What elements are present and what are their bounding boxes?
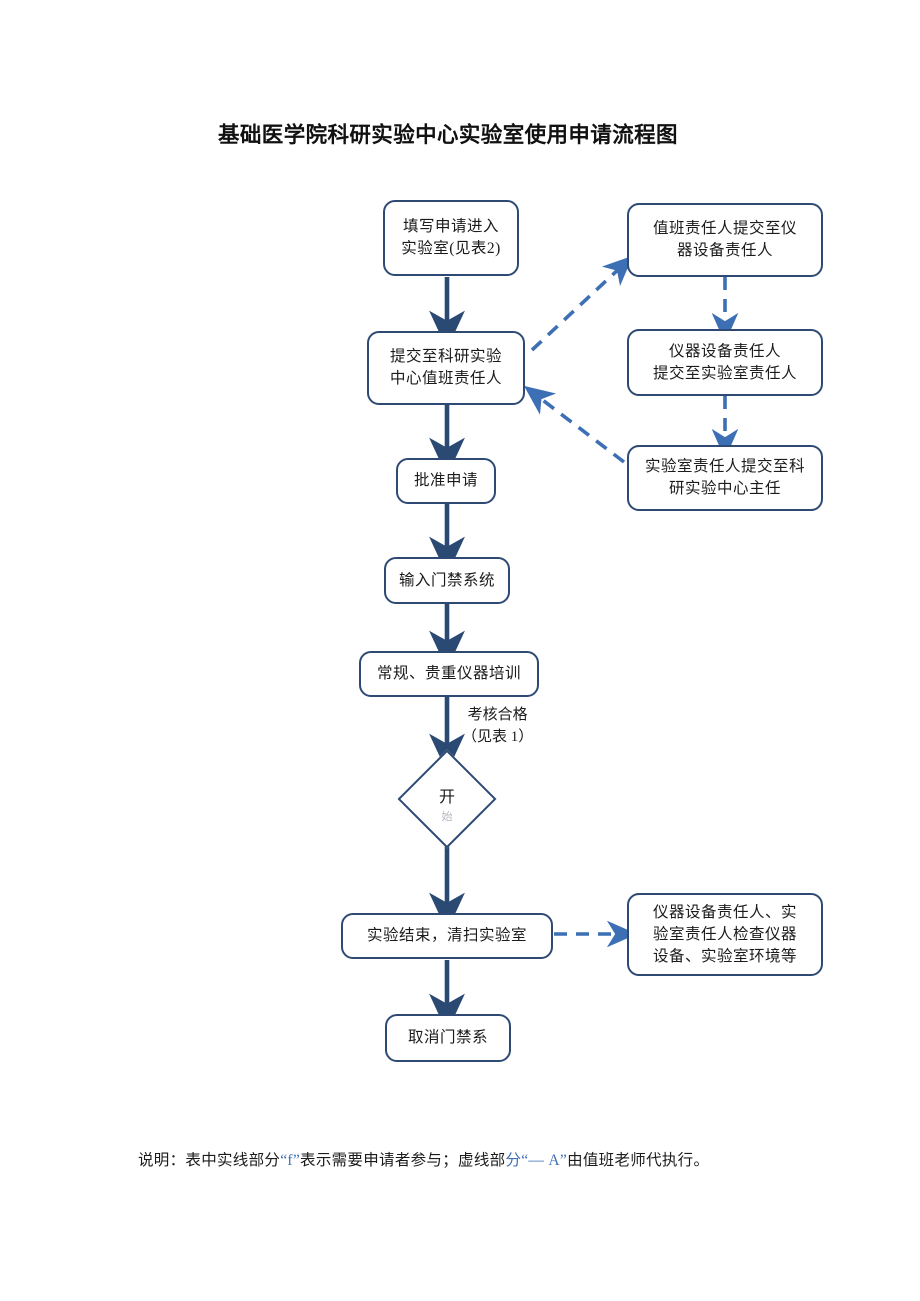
node-line: 设备、实验室环境等	[652, 947, 797, 965]
node-enter-access-system[interactable]: 输入门禁系统	[384, 557, 510, 604]
dashed-connectors	[523, 255, 638, 948]
diamond-label-primary: 开	[438, 789, 455, 806]
node-line: 实验结束，清扫实验室	[366, 927, 527, 944]
node-line: 填写申请进入	[402, 218, 499, 235]
node-line: 取消门禁系	[407, 1029, 488, 1046]
node-submit-duty-officer[interactable]: 提交至科研实验 中心值班责任人	[367, 331, 525, 405]
footer-prefix: 说明：表中实线部分	[138, 1152, 281, 1169]
node-line: 输入门禁系统	[398, 571, 495, 589]
node-line: 值班责任人提交至仪	[652, 220, 797, 237]
node-duty-to-equipment-owner[interactable]: 值班责任人提交至仪 器设备责任人	[627, 203, 823, 277]
footer-dashed-symbol: “— A”	[521, 1152, 568, 1169]
page-title: 基础医学院科研实验中心实验室使用申请流程图	[218, 123, 678, 147]
node-instrument-training[interactable]: 常规、贵重仪器培训	[359, 651, 539, 697]
node-lab-owner-to-director[interactable]: 实验室责任人提交至科 研实验中心主任	[627, 445, 823, 511]
node-experiment-end-clean[interactable]: 实验结束，清扫实验室	[341, 913, 553, 959]
footer-note: 说明：表中实线部分“f”表示需要申请者参与；虚线部分“— A”由值班老师代执行。	[138, 1148, 798, 1170]
node-line: 器设备责任人	[676, 242, 773, 259]
diamond-label-secondary: 始	[441, 811, 453, 823]
node-cancel-access[interactable]: 取消门禁系	[385, 1014, 511, 1062]
node-inspection[interactable]: 仪器设备责任人、实 验室责任人检查仪器 设备、实验室环境等	[627, 893, 823, 976]
footer-accent-fen: 分	[505, 1152, 522, 1169]
label-line: （见表 1）	[462, 728, 534, 745]
node-decision-start[interactable]: 开 始	[393, 749, 501, 849]
edge-duty-to-equipment	[530, 255, 634, 352]
node-line: 实验室责任人提交至科	[644, 458, 805, 475]
label-assessment-pass: 考核合格 （见表 1）	[462, 705, 533, 749]
node-line: 仪器设备责任人、实	[652, 903, 797, 921]
node-approve-application[interactable]: 批准申请	[396, 458, 496, 504]
node-fill-application[interactable]: 填写申请进入 实验室(见表2)	[383, 200, 519, 276]
footer-suffix: 由值班老师代执行。	[567, 1152, 710, 1169]
node-line: 提交至科研实验	[389, 348, 502, 365]
node-line: 常规、贵重仪器培训	[376, 665, 521, 682]
node-line: 研实验中心主任	[668, 480, 781, 497]
node-line: 验室责任人检查仪器	[652, 925, 797, 943]
footer-middle: 表示需要申请者参与；虚线部	[300, 1152, 506, 1169]
node-line: 批准申请	[413, 472, 478, 489]
label-line: 考核合格	[467, 707, 528, 723]
edge-director-back	[523, 385, 626, 464]
node-line: 实验室(见表2)	[401, 240, 501, 257]
node-line: 中心值班责任人	[389, 370, 502, 387]
node-line: 仪器设备责任人	[668, 342, 781, 360]
node-equipment-to-lab-owner[interactable]: 仪器设备责任人 提交至实验室责任人	[627, 329, 823, 396]
footer-solid-symbol: “f”	[280, 1152, 301, 1169]
node-line: 提交至实验室责任人	[652, 364, 797, 382]
